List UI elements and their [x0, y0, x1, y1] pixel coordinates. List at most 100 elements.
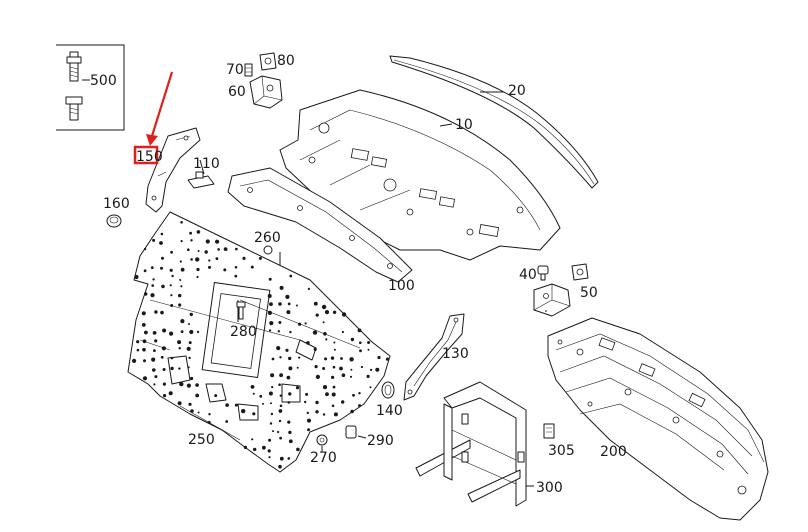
perforation-dot — [262, 402, 264, 405]
perforation-dot — [223, 268, 227, 272]
perforation-dot — [370, 368, 373, 371]
callout-260[interactable]: 260 — [254, 230, 281, 246]
perforation-dot — [153, 383, 156, 386]
perforation-dot — [269, 302, 273, 306]
callout-110[interactable]: 110 — [193, 156, 220, 172]
perforation-dot — [307, 428, 311, 432]
callout-150[interactable]: 150 — [136, 149, 163, 165]
perforation-dot — [258, 256, 262, 260]
perforation-dot — [271, 357, 275, 361]
perforation-dot — [241, 408, 246, 414]
callout-60[interactable]: 60 — [228, 84, 246, 100]
perforation-dot — [259, 394, 263, 398]
bolt-500b-icon — [65, 96, 83, 121]
perforation-dot — [161, 284, 165, 289]
perforation-dot — [339, 366, 343, 371]
perforation-dot — [169, 268, 173, 272]
perforation-dot — [295, 386, 300, 390]
perforation-dot — [161, 346, 166, 351]
part-270-screw: 270 — [310, 434, 337, 466]
perforation-dot — [161, 256, 164, 260]
perforation-dot — [277, 330, 280, 333]
perforation-dot — [279, 285, 284, 290]
perforation-dot — [179, 381, 184, 387]
perforation-dot — [177, 401, 182, 406]
perforation-dot — [333, 348, 336, 351]
perforation-dot — [278, 409, 283, 413]
perforation-dot — [178, 303, 182, 307]
perforation-dot — [314, 365, 318, 369]
part-200-rear-panel: 200 — [547, 317, 769, 521]
perforation-dot — [235, 247, 238, 251]
perforation-dot — [143, 269, 147, 273]
perforation-dot — [196, 267, 200, 272]
perforation-dot — [223, 247, 228, 252]
callout-250[interactable]: 250 — [188, 432, 215, 448]
perforation-dot — [143, 359, 146, 363]
perforation-dot — [208, 259, 211, 262]
perforation-dot — [288, 430, 292, 435]
perforation-dot — [180, 221, 183, 224]
part-140-grommet: 140 — [376, 381, 403, 419]
perforation-dot — [163, 394, 167, 398]
callout-40[interactable]: 40 — [519, 267, 537, 283]
perforation-dot — [270, 412, 274, 416]
perforation-dot — [180, 267, 185, 272]
perforation-dot — [178, 347, 181, 350]
callout-130[interactable]: 130 — [442, 346, 469, 362]
callout-280[interactable]: 280 — [230, 324, 257, 340]
perforation-dot — [271, 386, 274, 389]
callout-80[interactable]: 80 — [277, 53, 295, 69]
perforation-dot — [279, 373, 283, 378]
callout-300[interactable]: 300 — [536, 480, 563, 496]
callout-270[interactable]: 270 — [310, 450, 337, 466]
perforation-dot — [160, 232, 164, 236]
perforation-dot — [279, 404, 283, 408]
panel-perforations — [132, 221, 390, 469]
perforation-dot — [252, 412, 256, 416]
perforation-dot — [196, 275, 199, 279]
perforation-dot — [268, 438, 272, 442]
perforation-dot — [207, 420, 211, 424]
perforation-dot — [350, 368, 353, 371]
perforation-dot — [188, 341, 192, 345]
part-20-rail: 20 — [389, 55, 599, 189]
perforation-dot — [322, 413, 326, 416]
perforation-dot — [170, 250, 174, 254]
perforation-dot — [349, 375, 353, 378]
perforation-dot — [267, 294, 272, 298]
callout-140[interactable]: 140 — [376, 403, 403, 419]
perforation-dot — [153, 349, 156, 352]
perforation-dot — [331, 404, 335, 408]
callout-500[interactable]: 500 — [90, 73, 117, 89]
perforation-dot — [225, 403, 229, 407]
callout-200[interactable]: 200 — [600, 444, 627, 460]
bolt-500a-icon — [66, 51, 82, 82]
perforation-dot — [170, 304, 174, 307]
callout-100[interactable]: 100 — [388, 278, 415, 294]
perforation-dot — [187, 248, 190, 251]
perforation-dot — [142, 339, 147, 344]
perforation-dot — [360, 365, 363, 369]
callout-305[interactable]: 305 — [548, 443, 575, 459]
perforation-dot — [178, 367, 181, 370]
inset-frame — [56, 44, 125, 131]
perforation-dot — [359, 349, 362, 353]
perforation-dot — [170, 366, 174, 371]
perforation-dot — [151, 357, 156, 362]
callout-10[interactable]: 10 — [455, 117, 473, 133]
perforation-dot — [143, 247, 147, 251]
callout-20[interactable]: 20 — [508, 83, 526, 99]
callout-70[interactable]: 70 — [226, 62, 244, 78]
perforation-dot — [325, 392, 329, 397]
perforation-dot — [277, 430, 280, 434]
perforation-dot — [196, 230, 201, 234]
callout-160[interactable]: 160 — [103, 196, 130, 212]
callout-50[interactable]: 50 — [580, 285, 598, 301]
perforation-dot — [307, 287, 310, 290]
perforation-dot — [296, 366, 299, 369]
perforation-dot — [179, 279, 182, 281]
perforation-dot — [324, 310, 330, 315]
perforation-dot — [180, 330, 184, 333]
callout-290[interactable]: 290 — [367, 433, 394, 449]
